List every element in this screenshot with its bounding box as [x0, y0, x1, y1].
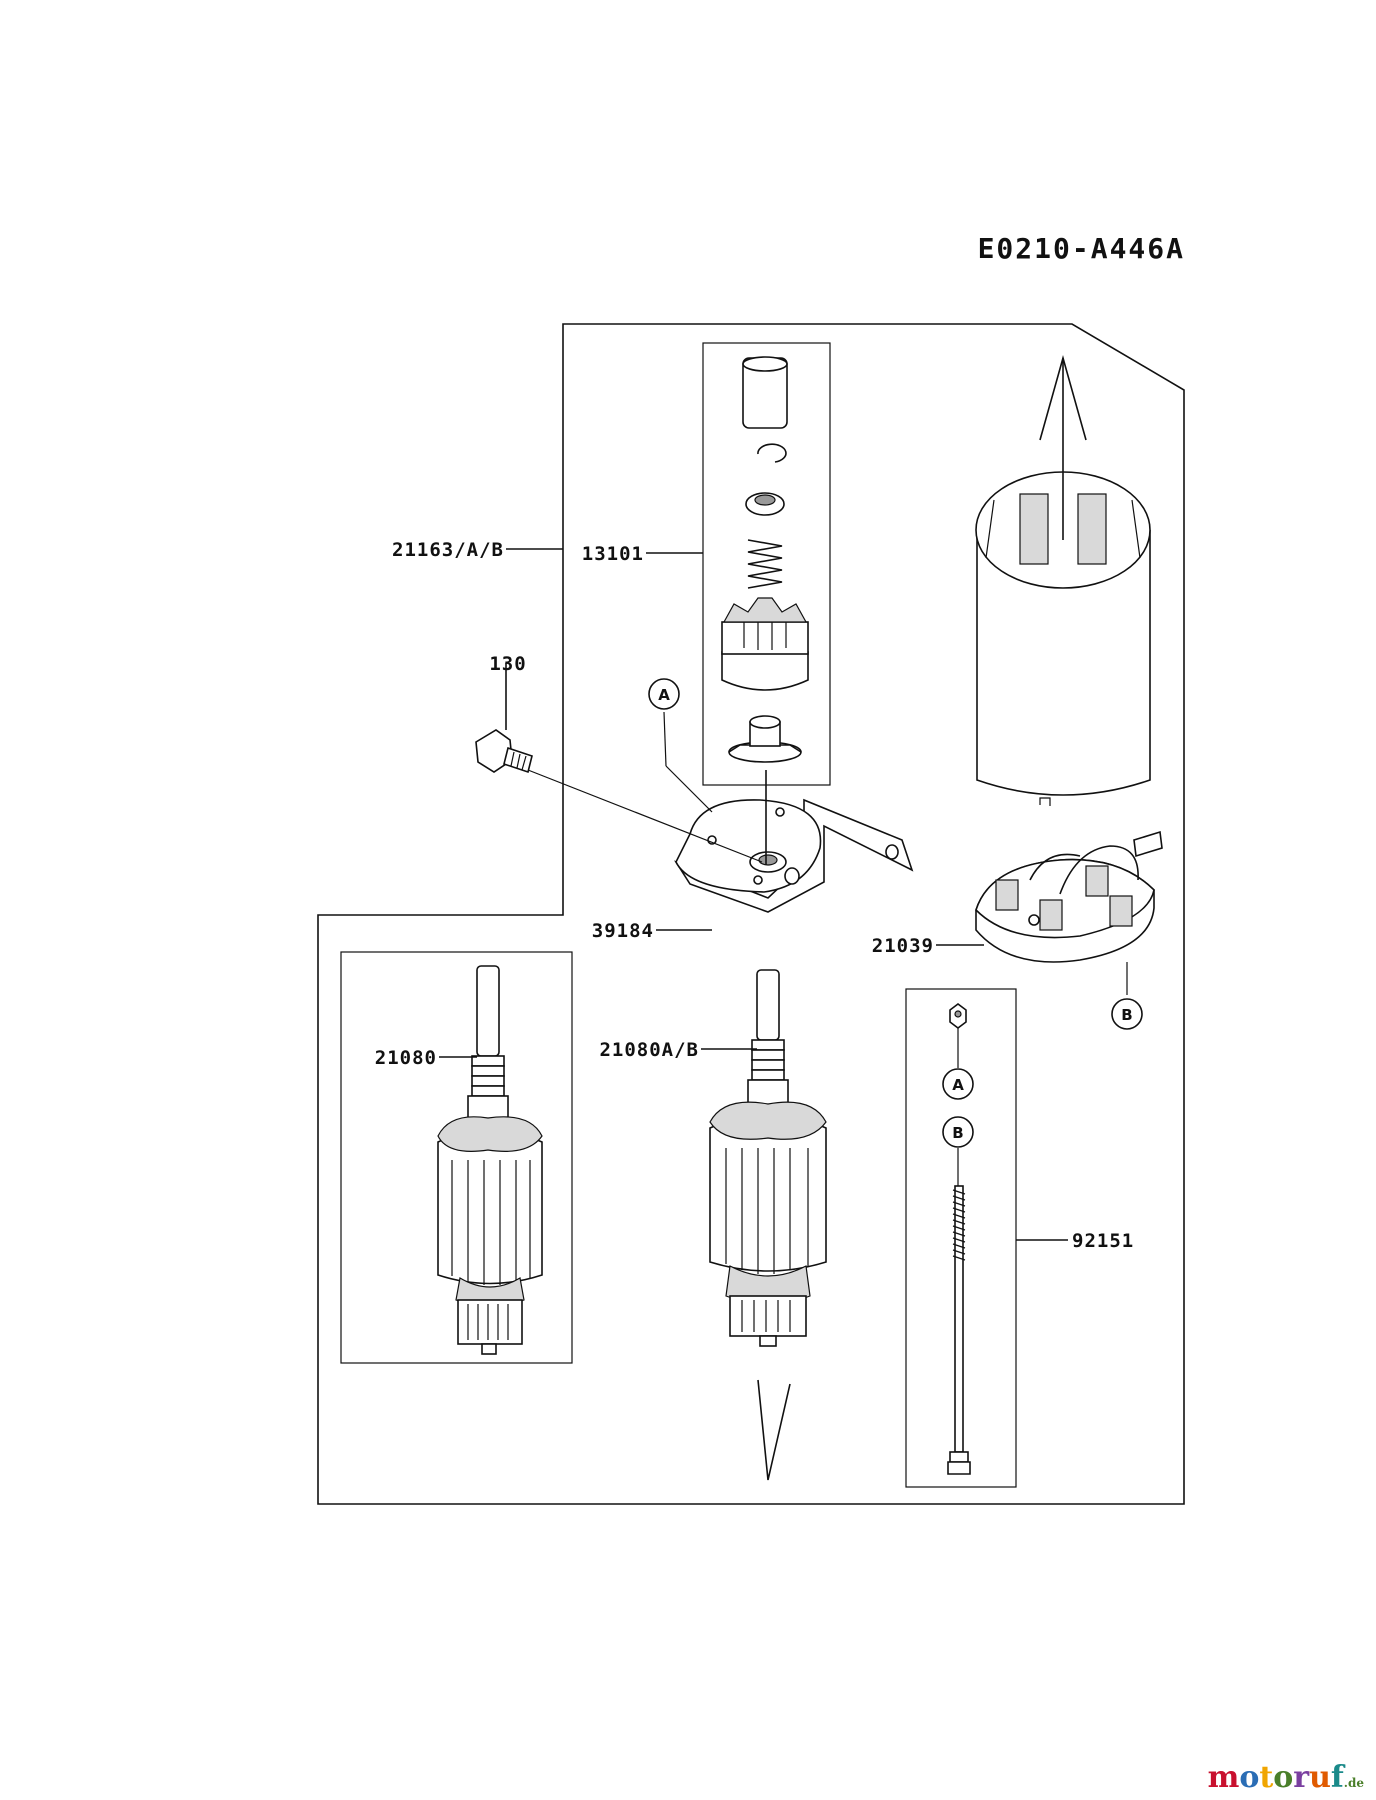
label-armature-ab: 21080A/B [599, 1039, 699, 1061]
watermark-letter: r [1293, 1760, 1310, 1795]
label-bolt: 130 [489, 653, 526, 675]
through-bolt-box [905, 988, 1017, 1488]
armature-std-box [340, 951, 573, 1364]
ref-marker-a-bolt: A [942, 1068, 974, 1100]
ref-marker-a-bracket: A [648, 678, 680, 710]
label-drive: 13101 [582, 543, 644, 565]
watermark-letter: f [1330, 1760, 1344, 1795]
mounting-bracket-part [674, 798, 914, 913]
watermark-letter: o [1239, 1760, 1260, 1795]
label-through-bolt: 92151 [1072, 1230, 1134, 1252]
pinion-stop-cap-part [742, 356, 788, 429]
diagram-code: E0210-A446A [978, 232, 1185, 265]
svg-text:B: B [952, 1124, 963, 1142]
ref-marker-b-plate: B [1111, 998, 1143, 1030]
armature-std-part [437, 965, 543, 1355]
watermark-letter: t [1259, 1760, 1274, 1795]
ref-marker-b-bolt: B [942, 1116, 974, 1148]
spring-part [747, 539, 783, 589]
watermark-suffix: .de [1343, 1776, 1364, 1790]
label-armature-std: 21080 [375, 1047, 437, 1069]
svg-text:A: A [658, 686, 670, 704]
pinion-gear-part [721, 597, 809, 691]
stop-collar-part [745, 492, 785, 516]
brush-plate-part [975, 830, 1163, 963]
watermark-letter: o [1273, 1760, 1294, 1795]
snap-ring-part [757, 443, 787, 463]
label-assembly: 21163/A/B [392, 539, 504, 561]
watermark-logo: motoruf.de [1208, 1760, 1364, 1795]
watermark-letter: m [1207, 1760, 1240, 1795]
drive-housing-part [728, 715, 802, 763]
assembly-outline [317, 323, 1185, 1505]
leader-lines [439, 355, 1128, 1481]
watermark-letter: u [1309, 1760, 1331, 1795]
svg-text:A: A [952, 1076, 964, 1094]
label-brush-plate: 21039 [872, 935, 934, 957]
armature-ab-part [709, 969, 827, 1347]
watermark-text: motoruf [1208, 1760, 1344, 1795]
label-bracket: 39184 [592, 920, 654, 942]
through-bolt-part [947, 1003, 971, 1475]
svg-text:B: B [1121, 1006, 1132, 1024]
mounting-bolt-part [475, 729, 533, 774]
